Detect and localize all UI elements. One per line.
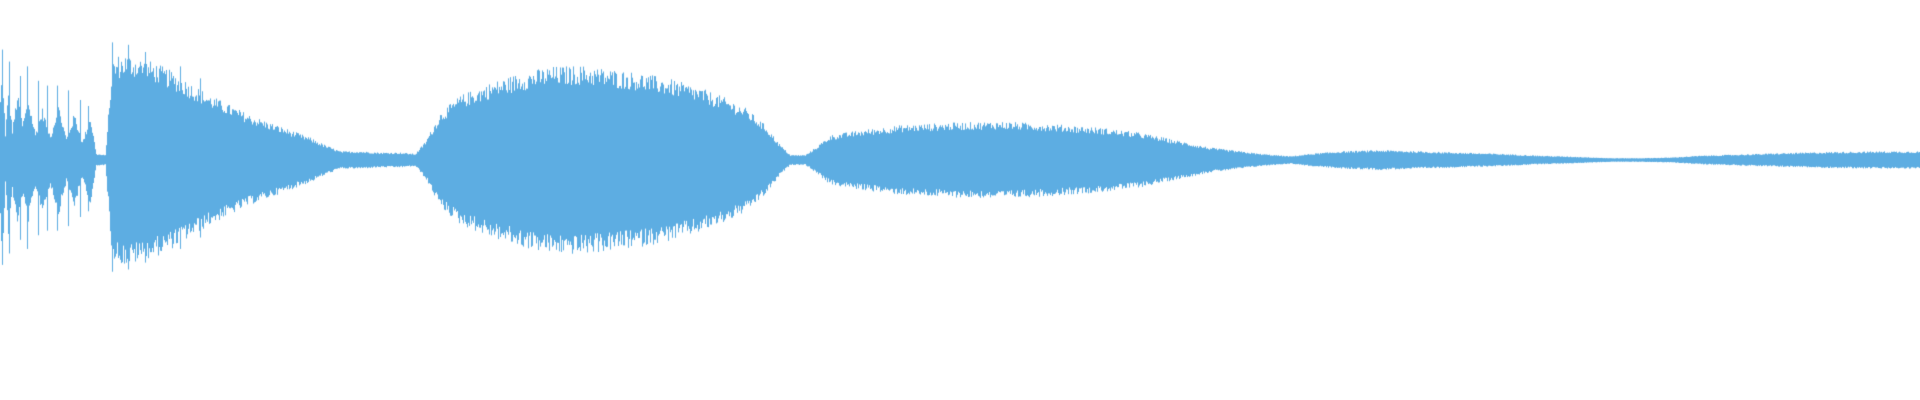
audio-waveform xyxy=(0,0,1920,400)
